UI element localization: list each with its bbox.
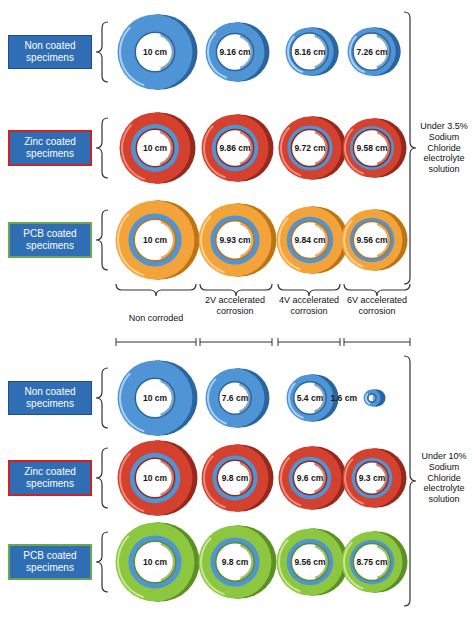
condition-label: Under 3.5% Sodium Chloride electrolyte s… — [416, 121, 472, 175]
diameter-label: 8.75 cm — [356, 558, 387, 567]
brace — [96, 210, 108, 270]
condition-label: Non corroded — [118, 313, 194, 324]
ring-specimen: 9.56 cm — [341, 209, 408, 271]
ring-specimen: 8.16 cm — [285, 27, 339, 76]
ring-specimen: 10 cm — [115, 200, 200, 280]
condition-label: 6V accelerated corrosion — [344, 295, 410, 317]
ring-specimen: 9.6 cm — [278, 446, 347, 510]
diameter-label: 10 cm — [143, 236, 167, 245]
brace — [200, 284, 272, 296]
diameter-label: 7.6 cm — [222, 394, 248, 403]
ring-specimen: 9.84 cm — [276, 206, 349, 274]
diameter-label: 10 cm — [143, 48, 167, 57]
diameter-label: 10 cm — [143, 474, 167, 483]
brace — [96, 368, 108, 428]
ring-specimen: 10 cm — [117, 440, 198, 516]
diameter-label: 7.26 cm — [356, 48, 387, 57]
ring-specimen: 7.26 cm — [347, 27, 401, 76]
condition-label: 4V accelerated corrosion — [276, 295, 342, 317]
diameter-label: 9.6 cm — [297, 474, 323, 483]
column-bracket — [200, 338, 272, 346]
group-label: Zinc coated specimens — [15, 466, 85, 490]
diameter-label: 9.3 cm — [359, 474, 385, 483]
diameter-label: 8.16 cm — [294, 48, 325, 57]
group-label: Non coated specimens — [14, 386, 86, 410]
specimen-group-box: Zinc coated specimens — [8, 460, 92, 496]
ring-specimen: 10 cm — [115, 522, 200, 602]
ring-specimen: 9.16 cm — [205, 22, 270, 82]
group-label: PCB coated specimens — [15, 228, 85, 252]
diameter-label: 9.93 cm — [219, 236, 250, 245]
ring-specimen: 9.93 cm — [198, 203, 277, 277]
ring-specimen: 7.6 cm — [205, 368, 270, 428]
ring-specimen: 10 cm — [117, 14, 198, 90]
column-bracket — [116, 338, 196, 346]
ring-specimen: 1.6 cm — [363, 389, 386, 407]
specimen-group-box: PCB coated specimens — [8, 222, 92, 258]
ring-specimen: 9.56 cm — [276, 528, 349, 596]
diameter-label: 9.72 cm — [294, 144, 325, 153]
diameter-label: 9.16 cm — [219, 48, 250, 57]
group-label: Zinc coated specimens — [15, 136, 85, 160]
diameter-label: 9.8 cm — [222, 474, 248, 483]
ring-drawing — [363, 389, 386, 407]
brace — [278, 284, 340, 296]
ring-specimen: 9.86 cm — [201, 114, 274, 182]
condition-label: 2V accelerated corrosion — [198, 295, 272, 317]
diameter-label: 1.6 cm — [331, 394, 357, 403]
diameter-label: 9.86 cm — [219, 144, 250, 153]
specimen-group-box: Non coated specimens — [8, 35, 92, 69]
column-bracket — [344, 338, 410, 346]
ring-specimen: 10 cm — [117, 360, 198, 436]
ring-specimen: 9.3 cm — [342, 448, 407, 508]
brace — [96, 118, 108, 178]
diameter-label: 5.4 cm — [297, 394, 323, 403]
specimen-group-box: PCB coated specimens — [8, 544, 92, 580]
diameter-label: 10 cm — [143, 144, 167, 153]
column-bracket — [278, 338, 340, 346]
brace — [344, 284, 410, 296]
group-label: Non coated specimens — [14, 40, 86, 64]
diameter-label: 9.84 cm — [294, 236, 325, 245]
brace — [96, 448, 108, 508]
ring-specimen: 10 cm — [119, 112, 196, 184]
ring-specimen: 8.75 cm — [341, 531, 408, 593]
specimen-group-box: Zinc coated specimens — [8, 130, 92, 166]
diameter-label: 9.8 cm — [222, 558, 248, 567]
ring-specimen: 9.8 cm — [201, 444, 274, 512]
specimen-group-box: Non coated specimens — [8, 381, 92, 415]
brace — [96, 532, 108, 592]
group-label: PCB coated specimens — [15, 550, 85, 574]
ring-specimen: 9.8 cm — [198, 525, 277, 599]
diameter-label: 9.58 cm — [356, 144, 387, 153]
brace — [96, 22, 108, 82]
condition-label: Under 10% Sodium Chloride electrolyte so… — [416, 451, 472, 505]
diameter-label: 9.56 cm — [356, 236, 387, 245]
ring-specimen: 9.72 cm — [278, 116, 347, 180]
brace — [116, 284, 196, 296]
diameter-label: 10 cm — [143, 558, 167, 567]
diameter-label: 10 cm — [143, 394, 167, 403]
ring-specimen: 9.58 cm — [342, 118, 407, 178]
diameter-label: 9.56 cm — [294, 558, 325, 567]
